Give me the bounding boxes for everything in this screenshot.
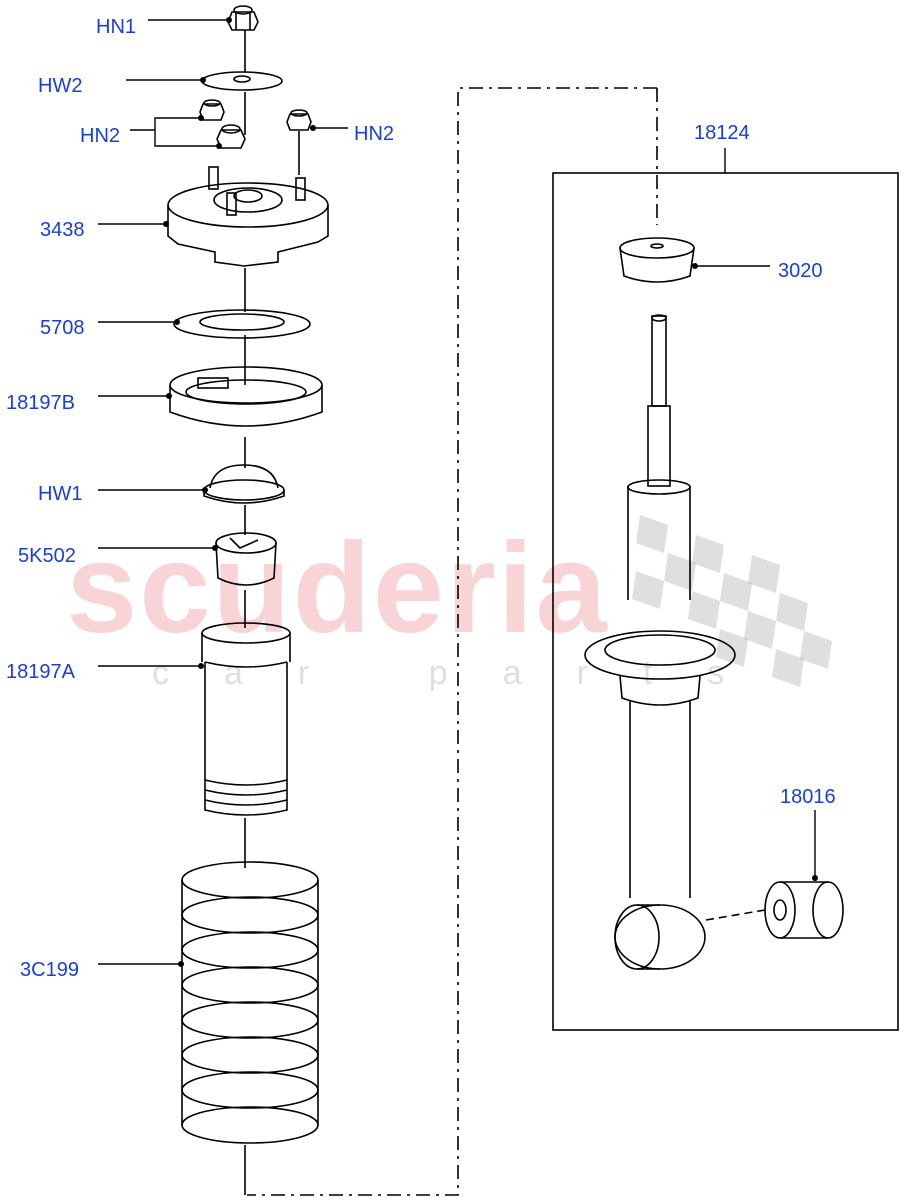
dust-boot-18197a — [201, 622, 291, 816]
top-cap-3020 — [619, 237, 695, 283]
label-18016: 18016 — [780, 786, 836, 808]
label-hw2: HW2 — [38, 75, 83, 97]
leader-lines — [98, 19, 816, 965]
nut-hn2-c — [286, 109, 312, 175]
top-mount-3438 — [167, 166, 329, 267]
label-hw1: HW1 — [38, 483, 83, 505]
label-18197b: 18197B — [6, 392, 75, 414]
bush-18016 — [705, 881, 844, 939]
nut-hn1 — [227, 5, 259, 31]
label-3438: 3438 — [40, 219, 85, 241]
coil-spring-3c199 — [181, 861, 319, 1144]
nut-hn2-b — [216, 124, 246, 149]
watermark-brand: scuderia — [66, 517, 609, 660]
watermark-sub: car parts — [152, 654, 780, 692]
seat-5708 — [173, 309, 311, 339]
label-18124: 18124 — [694, 122, 750, 144]
assembly-centerline-frame — [247, 87, 658, 1196]
label-3020: 3020 — [778, 260, 823, 282]
nut-hn2-a — [199, 99, 225, 121]
label-5k502: 5K502 — [18, 545, 76, 567]
washer-hw2 — [201, 71, 283, 91]
label-hn2-right: HN2 — [354, 123, 395, 145]
label-18197a: 18197A — [6, 661, 75, 683]
cup-hw1 — [203, 464, 285, 504]
label-3c199: 3C199 — [20, 959, 79, 981]
spring-seat-18197b — [169, 366, 323, 427]
label-hn1: HN1 — [96, 16, 137, 38]
leader-dots — [163, 17, 818, 967]
label-hn2-left: HN2 — [80, 125, 121, 147]
shock-absorber — [584, 314, 736, 970]
bump-stop-5k502 — [215, 532, 277, 586]
label-5708: 5708 — [40, 317, 85, 339]
